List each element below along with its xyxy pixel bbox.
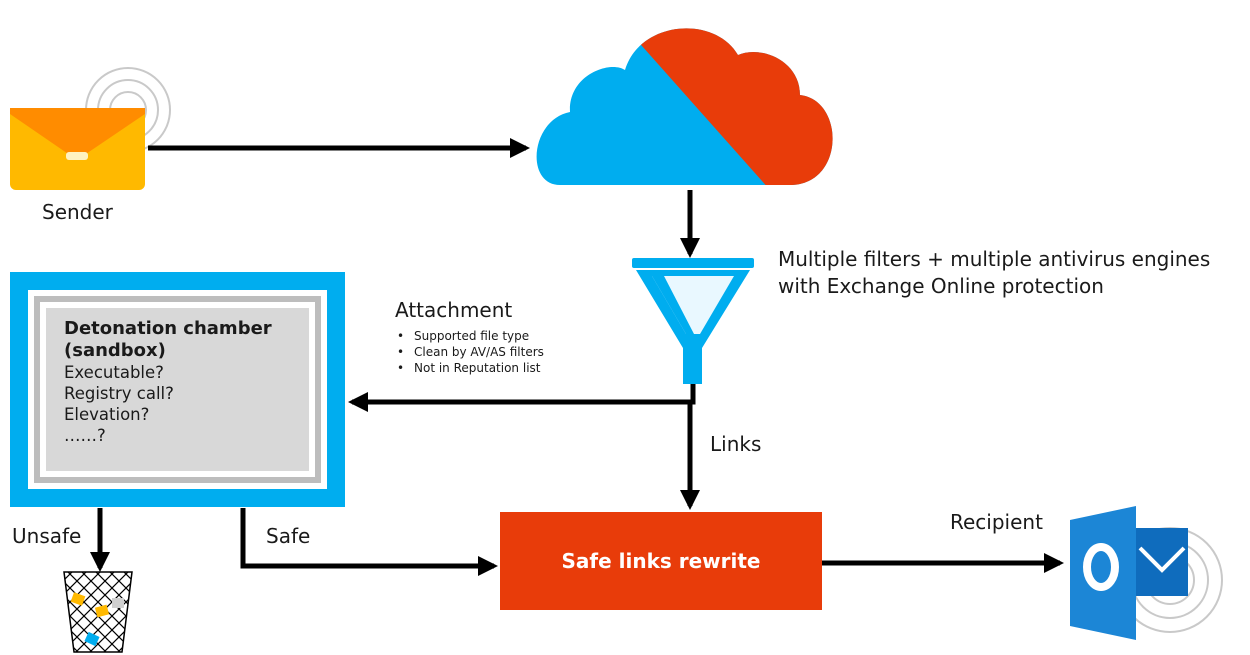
attachment-criteria-list: Supported file type Clean by AV/AS filte… <box>397 328 544 376</box>
chamber-check: Elevation? <box>64 405 150 424</box>
sender-label: Sender <box>42 200 113 224</box>
chamber-check: ……? <box>64 426 106 445</box>
outlook-icon <box>1070 506 1188 640</box>
chamber-text: Detonation chamber (sandbox) Executable?… <box>64 318 314 446</box>
arrow-chamber-safe <box>240 508 498 576</box>
chamber-check: Registry call? <box>64 384 174 403</box>
attachment-criterion: Clean by AV/AS filters <box>397 344 544 360</box>
safe-links-label: Safe links rewrite <box>561 549 761 573</box>
envelope-icon <box>10 108 145 190</box>
unsafe-label: Unsafe <box>12 524 82 548</box>
safe-label: Safe <box>266 524 311 548</box>
funnel-icon <box>632 258 754 384</box>
attachment-criterion: Not in Reputation list <box>397 360 544 376</box>
safe-links-box <box>500 512 822 610</box>
chamber-title-line-1: Detonation chamber <box>64 318 272 339</box>
links-label: Links <box>710 432 762 456</box>
trash-bin-icon <box>63 571 133 653</box>
attachment-criterion: Supported file type <box>397 328 544 344</box>
filters-line-2: with Exchange Online protection <box>778 274 1104 298</box>
detonation-chamber <box>10 272 345 507</box>
cloud-icon <box>536 28 833 186</box>
flow-arrows <box>90 138 1064 576</box>
arrow-funnel-to-chamber <box>348 384 696 412</box>
attachment-title: Attachment <box>395 298 513 322</box>
filters-line-1: Multiple filters + multiple antivirus en… <box>778 247 1211 271</box>
chamber-check: Executable? <box>64 363 164 382</box>
recipient-label: Recipient <box>950 510 1043 534</box>
filters-note: Multiple filters + multiple antivirus en… <box>778 246 1210 300</box>
chamber-title-line-2: (sandbox) <box>64 340 166 361</box>
